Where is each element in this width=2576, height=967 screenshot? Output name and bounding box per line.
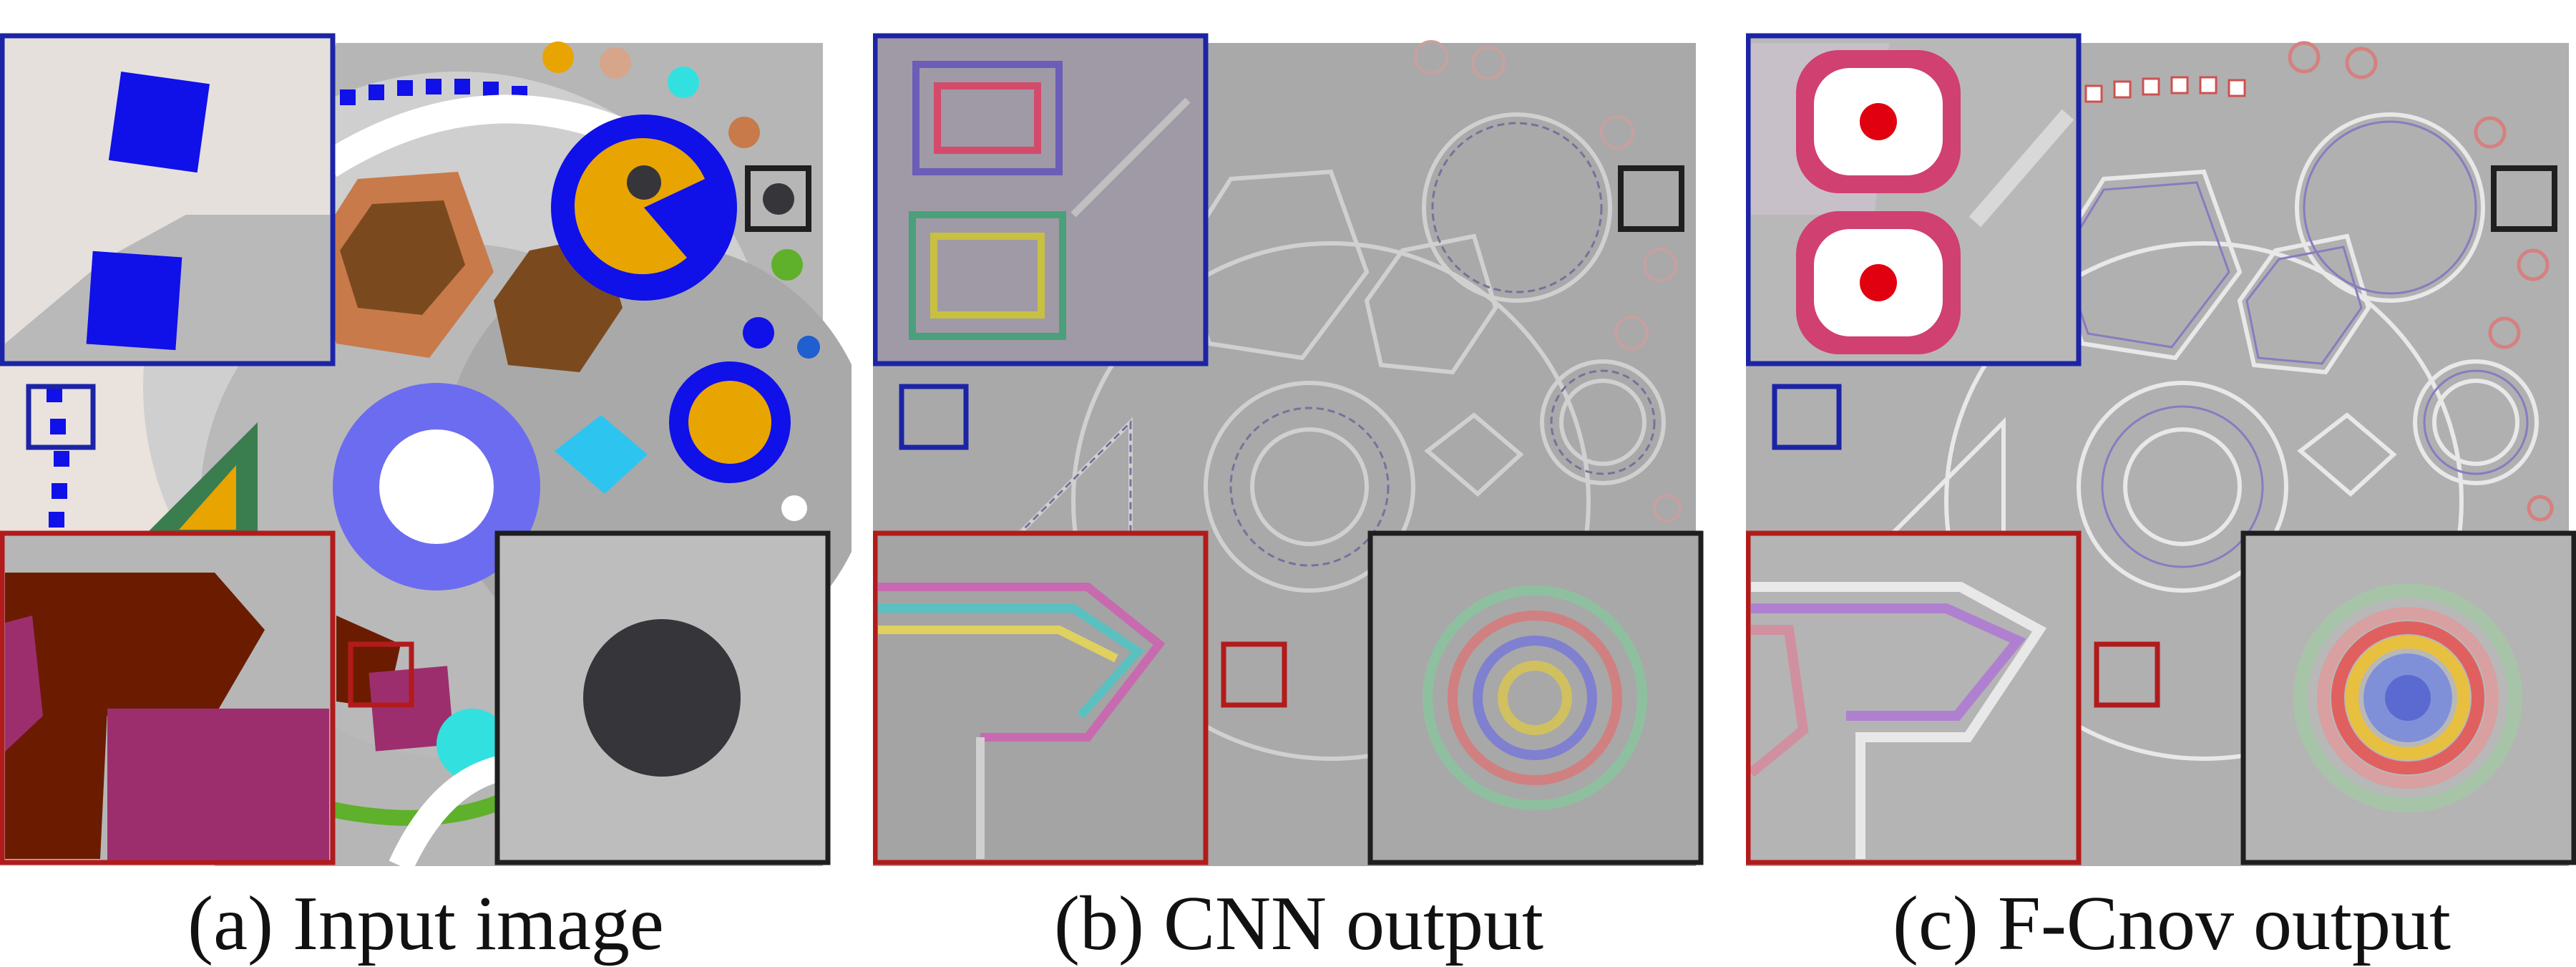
panel-input-image xyxy=(0,0,852,880)
panel-fcnov-output xyxy=(1746,0,2576,880)
panel-cnn-output xyxy=(873,0,1724,880)
caption-fcnov-output: (c) F-Cnov output xyxy=(1893,881,2451,966)
inset-black xyxy=(1370,533,1701,862)
caption-cnn-output: (b) CNN output xyxy=(1054,881,1543,966)
caption-input-image: (a) Input image xyxy=(187,881,664,966)
